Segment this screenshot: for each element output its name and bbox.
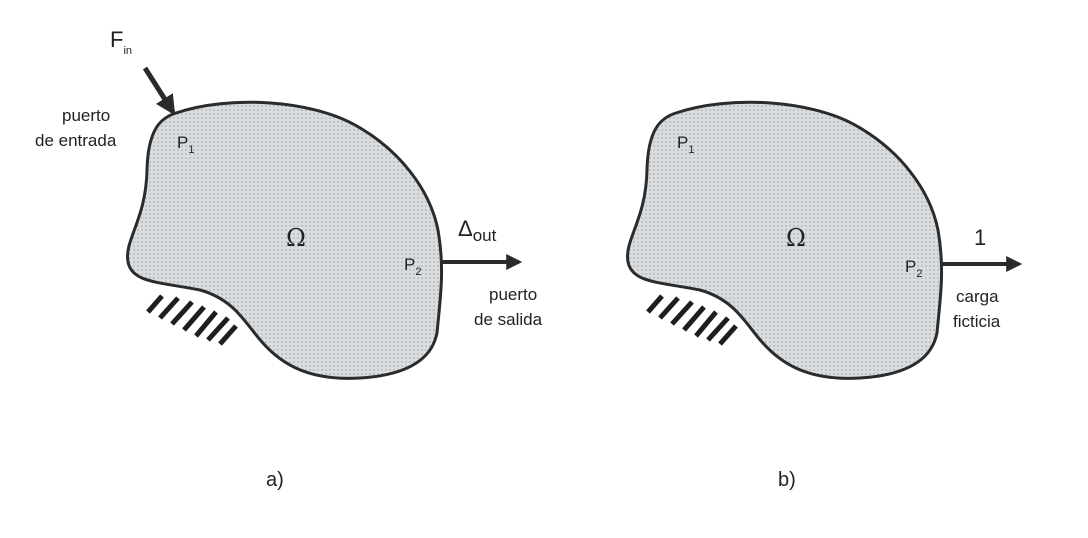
point-p2-label: P2 (905, 257, 922, 280)
dummy-load-label-line1: carga (956, 287, 999, 306)
fixed-support-hatching (146, 294, 238, 346)
design-domain-body (626, 100, 944, 380)
point-p2-label: P2 (404, 255, 421, 278)
input-force-arrow (142, 66, 176, 116)
panel-b-caption: b) (778, 469, 796, 491)
panel-b: P1 Ω P2 1 carga ficticia b) (626, 100, 1023, 491)
dummy-load-label-line2: ficticia (953, 312, 1001, 331)
fixed-support-hatching (646, 294, 738, 346)
input-port-label-line2: de entrada (35, 131, 117, 150)
input-port-label-line1: puerto (62, 106, 110, 125)
panel-a-caption: a) (266, 469, 284, 491)
design-domain-body (126, 100, 444, 380)
point-p1-label: P1 (177, 133, 194, 156)
input-force-label: Fin (110, 27, 132, 57)
domain-omega-label: Ω (286, 224, 306, 252)
output-port-label-line2: de salida (474, 310, 543, 329)
domain-omega-label: Ω (786, 224, 806, 252)
unit-load-label: 1 (974, 225, 986, 250)
point-p1-label: P1 (677, 133, 694, 156)
panel-a: Fin puerto de entrada P1 Ω P2 Δout puert… (35, 27, 543, 491)
output-port-label-line1: puerto (489, 285, 537, 304)
output-displacement-label: Δout (458, 216, 497, 245)
